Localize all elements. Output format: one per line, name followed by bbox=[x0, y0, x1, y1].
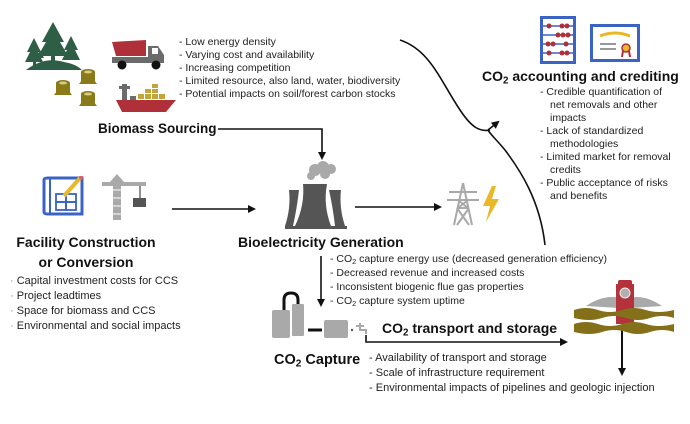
facility-barrier-item: Project leadtimes bbox=[10, 289, 181, 304]
facility-construction-barriers: Capital investment costs for CCS Project… bbox=[10, 274, 181, 334]
bioelectricity-barriers: CO2 capture energy use (decreased genera… bbox=[330, 252, 607, 308]
abacus-icon bbox=[540, 16, 576, 64]
facility-construction-title: Facility Construction or Conversion bbox=[16, 234, 156, 270]
cargo-ship-icon bbox=[116, 84, 176, 112]
facility-barrier-item: Capital investment costs for CCS bbox=[10, 274, 181, 289]
wellhead-icon bbox=[574, 280, 674, 334]
transport-barrier-item: Availability of transport and storage bbox=[369, 351, 689, 366]
facility-barrier-item: Environmental and social impacts bbox=[10, 319, 181, 334]
construction-crane-icon bbox=[102, 174, 146, 220]
generation-to-accounting-curve bbox=[487, 129, 546, 246]
cooling-tower-icon bbox=[285, 161, 347, 229]
certificate-icon bbox=[590, 24, 640, 62]
capture-to-storage-arrow bbox=[365, 335, 568, 346]
biomass-to-accounting-curve bbox=[399, 39, 491, 132]
co2-capture-title: CO2 Capture bbox=[274, 352, 361, 370]
co2-accounting-barriers: Credible quantification of net removals … bbox=[540, 86, 675, 203]
bioelectricity-generation-title: Bioelectricity Generation bbox=[238, 234, 404, 250]
generation-barrier-item: Decreased revenue and increased costs bbox=[330, 266, 607, 280]
co2-transport-barriers: Availability of transport and storage Sc… bbox=[369, 351, 689, 396]
biomass-barrier-item: Potential impacts on soil/forest carbon … bbox=[179, 88, 400, 101]
accounting-barrier-item: Credible quantification of net removals … bbox=[540, 86, 675, 125]
biomass-barrier-item: Low energy density bbox=[179, 36, 400, 49]
accounting-arrow bbox=[487, 120, 500, 131]
biomass-sourcing-title: Biomass Sourcing bbox=[98, 121, 217, 136]
biomass-barrier-item: Increasing competition bbox=[179, 62, 400, 75]
generation-barrier-item: Inconsistent biogenic flue gas propertie… bbox=[330, 280, 607, 294]
forest-icon bbox=[25, 22, 82, 70]
transmission-tower-icon bbox=[447, 182, 479, 226]
co2-accounting-title: CO2 accounting and crediting bbox=[482, 68, 679, 87]
facility-barrier-item: Space for biomass and CCS bbox=[10, 304, 181, 319]
tree-stump-icon bbox=[54, 69, 97, 106]
co2-transport-storage-title: CO2 transport and storage bbox=[382, 320, 558, 339]
transport-barrier-item: Scale of infrastructure requirement bbox=[369, 366, 689, 381]
lightning-bolt-icon bbox=[483, 186, 499, 222]
biomass-barrier-item: Limited resource, also land, water, biod… bbox=[179, 75, 400, 88]
accounting-barrier-item: Limited market for removal credits bbox=[540, 151, 675, 177]
generation-barrier-item: CO2 capture system uptime bbox=[330, 294, 607, 308]
dump-truck-icon bbox=[112, 40, 164, 70]
accounting-barrier-item: Public acceptance of risks and benefits bbox=[540, 177, 675, 203]
blueprint-icon bbox=[42, 176, 84, 216]
biomass-sourcing-barriers: Low energy density Varying cost and avai… bbox=[179, 36, 400, 101]
generation-barrier-item: CO2 capture energy use (decreased genera… bbox=[330, 252, 607, 266]
biomass-to-generation-arrow bbox=[218, 128, 326, 160]
accounting-barrier-item: Lack of standardized methodologies bbox=[540, 125, 675, 151]
capture-tanks-icon bbox=[272, 291, 367, 338]
transport-barrier-item: Environmental impacts of pipelines and g… bbox=[369, 381, 689, 396]
biomass-barrier-item: Varying cost and availability bbox=[179, 49, 400, 62]
